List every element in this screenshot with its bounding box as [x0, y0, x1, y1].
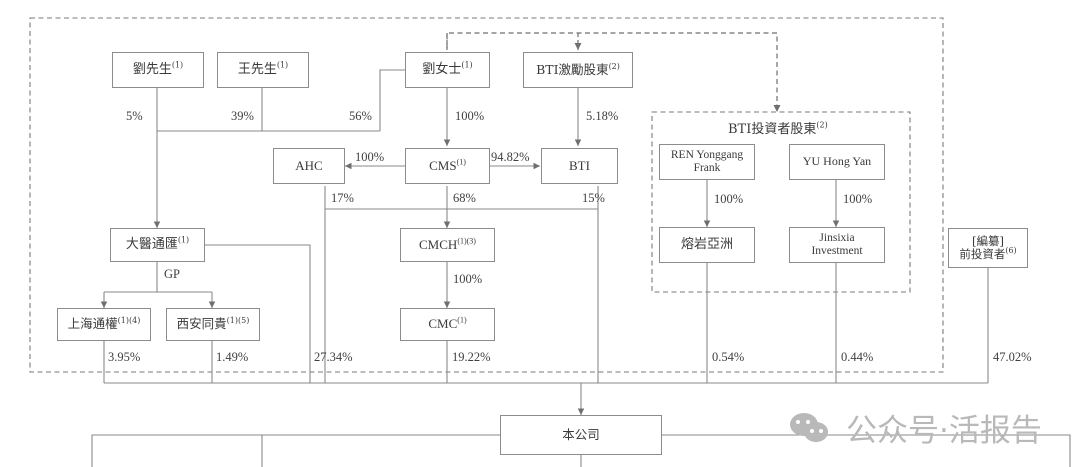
node-bti[interactable]: BTI — [541, 148, 618, 184]
wechat-logo-icon — [790, 411, 836, 445]
node-pre-investor-sup: (6) — [1005, 246, 1017, 256]
pct-cmc-to-company: 19.22% — [452, 350, 491, 364]
pct-liu-mr-to-dayi: 5% — [126, 109, 143, 123]
node-company[interactable]: 本公司 — [500, 415, 662, 455]
pct-liu-ms-to-cms: 100% — [455, 109, 485, 123]
node-cms-label: CMS — [429, 157, 457, 173]
pct-bti-to-company: 15% — [582, 191, 605, 205]
node-ahc-label: AHC — [295, 157, 323, 173]
pct-ren-to-rongyan: 100% — [714, 192, 744, 206]
pct-ahc-to-company: 17% — [331, 191, 354, 205]
node-jinsixia-line1: Jinsixia — [819, 231, 855, 244]
pct-jinsixia-to-company: 0.44% — [841, 350, 874, 364]
node-liu-mr-sup: (1) — [171, 60, 184, 70]
node-dayitonghui[interactable]: 大醫通匯(1) — [110, 228, 205, 262]
pct-cmch-to-cmc: 100% — [453, 272, 483, 286]
node-liu-ms-sup: (1) — [461, 60, 473, 70]
node-company-label: 本公司 — [562, 426, 600, 442]
pct-dayi-to-company: 27.34% — [314, 350, 353, 364]
pct-liu-ms-to-dayi: 56% — [349, 109, 372, 123]
pct-cms-to-bti: 94.82% — [491, 150, 530, 164]
pct-xian-to-company: 1.49% — [216, 350, 249, 364]
node-ren-line1: REN Yonggang — [670, 148, 744, 161]
node-cmc[interactable]: CMC(1) — [400, 308, 495, 341]
watermark: 公众号·活报告 — [790, 405, 1042, 450]
group-label-bti-investors-sup: (2) — [816, 120, 828, 130]
pct-shanghai-to-company: 3.95% — [108, 350, 141, 364]
pct-dayi-gp: GP — [164, 267, 180, 281]
node-cms-sup: (1) — [456, 157, 466, 167]
node-wang-mr-label: 王先生 — [237, 61, 277, 77]
pct-pre-investor-to-company: 47.02% — [993, 350, 1032, 364]
node-yu-line1: YU Hong Yan — [802, 154, 872, 169]
node-bti-incentive-shareholders[interactable]: BTI激勵股東(2) — [523, 52, 633, 88]
node-bti-label: BTI — [569, 157, 590, 173]
node-jinsixia-line2: Investment — [811, 245, 863, 257]
node-cmch-label: CMCH — [419, 236, 458, 252]
pct-cms-to-cmch: 68% — [453, 191, 476, 205]
node-wang-mr-sup: (1) — [276, 60, 289, 70]
pct-yu-to-jinsixia: 100% — [843, 192, 873, 206]
node-ren-line2: Frank — [693, 162, 721, 174]
pct-cms-to-ahc: 100% — [355, 150, 385, 164]
node-yu-hong-yan[interactable]: YU Hong Yan — [789, 144, 885, 180]
node-cmch[interactable]: CMCH(1)(3) — [400, 228, 495, 262]
node-ahc[interactable]: AHC — [273, 148, 345, 184]
watermark-text: 公众号·活报告 — [846, 413, 1042, 449]
pct-wang-mr-to-dayi: 39% — [231, 109, 254, 123]
node-bti-incentive-sup: (2) — [608, 61, 620, 71]
pct-rongyan-to-company: 0.54% — [712, 350, 745, 364]
node-pre-investor-line2: 前投資者 — [959, 247, 1006, 261]
node-pre-investor[interactable]: [編纂] 前投資者(6) — [948, 228, 1028, 268]
node-ren-yonggang-frank[interactable]: REN Yonggang Frank — [659, 144, 755, 180]
node-shanghai-tongquan[interactable]: 上海通權(1)(4) — [57, 308, 151, 341]
node-shanghai-sup: (1)(4) — [117, 316, 141, 326]
node-jinsixia-investment[interactable]: Jinsixia Investment — [789, 227, 885, 263]
node-wang-mr[interactable]: 王先生(1) — [217, 52, 309, 88]
pct-bti-incentive-to-bti: 5.18% — [586, 109, 619, 123]
node-xian-sup: (1)(5) — [226, 316, 250, 326]
node-liu-ms-label: 劉女士 — [422, 61, 462, 77]
node-bti-incentive-label: BTI激勵股東 — [536, 61, 609, 77]
node-rongyan-label: 熔岩亞洲 — [680, 236, 733, 252]
node-dayitonghui-label: 大醫通匯 — [125, 236, 178, 252]
node-xian-tonggui[interactable]: 西安同貴(1)(5) — [166, 308, 260, 341]
group-label-bti-investors-text: BTI投資者股東 — [728, 122, 817, 137]
node-rongyan-asia[interactable]: 熔岩亞洲 — [659, 227, 755, 263]
node-liu-mr[interactable]: 劉先生(1) — [112, 52, 204, 88]
node-cmc-sup: (1) — [457, 315, 467, 325]
node-pre-investor-line1: [編纂] — [972, 233, 1004, 248]
node-liu-mr-label: 劉先生 — [132, 61, 172, 77]
node-cms[interactable]: CMS(1) — [405, 148, 490, 184]
group-label-bti-investors: BTI投資者股東(2) — [728, 118, 828, 137]
node-xian-label: 西安同貴 — [176, 316, 227, 332]
node-cmc-label: CMC — [428, 316, 458, 332]
node-liu-ms[interactable]: 劉女士(1) — [405, 52, 490, 88]
node-dayitonghui-sup: (1) — [177, 235, 190, 245]
node-shanghai-label: 上海通權 — [67, 316, 118, 332]
node-cmch-sup: (1)(3) — [457, 236, 476, 246]
